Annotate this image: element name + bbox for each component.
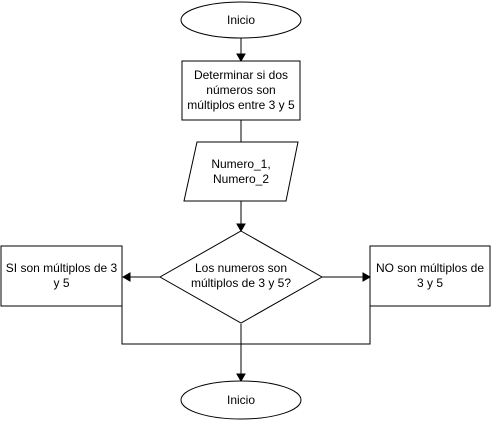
process-box xyxy=(181,60,301,121)
arrowhead-process xyxy=(236,53,246,63)
decision-label: Los numeros son múltiplos de 3 y 5? xyxy=(190,261,292,290)
start-label: Inicio xyxy=(226,12,255,27)
arrowhead-no xyxy=(362,272,372,282)
edge-yes-to-merge xyxy=(121,306,241,345)
arrowhead-decision xyxy=(236,223,246,233)
end-terminator xyxy=(180,380,302,420)
decision-diamond xyxy=(158,230,324,324)
arrowhead-yes xyxy=(121,272,131,282)
no-result-box xyxy=(369,245,491,307)
yes-result-label: SI son múltiplos de 3 y 5 xyxy=(5,261,118,290)
process-label: Determinar si dos números son múltiplos … xyxy=(187,68,295,112)
edges xyxy=(121,38,372,383)
arrowhead-end xyxy=(236,373,246,383)
start-terminator xyxy=(180,1,302,39)
yes-result-box xyxy=(0,245,123,307)
no-result-label: NO son múltiplos de 3 y 5 xyxy=(375,261,485,290)
edge-no-to-merge xyxy=(241,306,371,345)
input-parallelogram xyxy=(183,141,299,202)
end-label: Inicio xyxy=(226,392,255,407)
input-label: Numero_1, Numero_2 xyxy=(211,156,271,186)
